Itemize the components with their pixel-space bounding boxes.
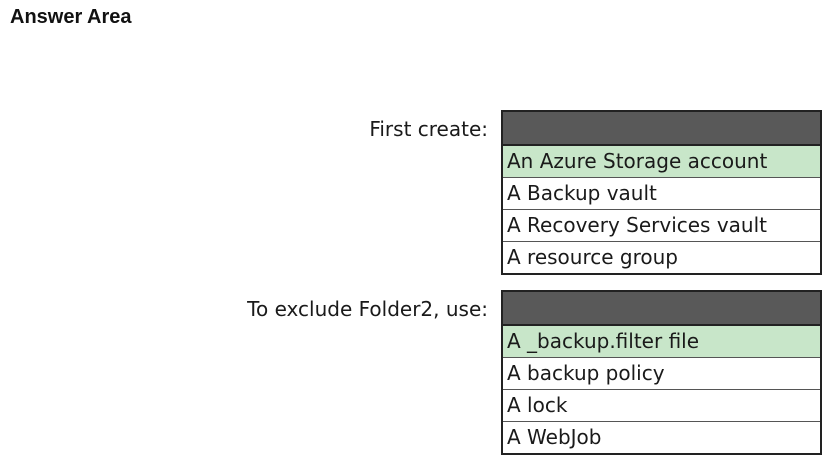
answer-area-title: Answer Area — [10, 6, 132, 28]
first-create-label: First create: — [369, 117, 488, 141]
option-lock[interactable]: A lock — [503, 390, 820, 422]
option-backup-filter-file[interactable]: A _backup.filter file — [503, 326, 820, 358]
option-webjob[interactable]: A WebJob — [507, 425, 602, 449]
option-backup-policy[interactable]: A backup policy — [503, 358, 820, 390]
dropdown-header[interactable] — [503, 292, 820, 326]
option-resource-group[interactable]: A resource group — [507, 245, 678, 269]
first-create-dropdown[interactable]: An Azure Storage account A Backup vault … — [501, 110, 822, 275]
dropdown-header[interactable] — [503, 112, 820, 146]
option-backup-vault[interactable]: A Backup vault — [503, 178, 820, 210]
exclude-folder-dropdown[interactable]: A _backup.filter file A backup policy A … — [501, 290, 822, 455]
exclude-folder-label: To exclude Folder2, use: — [247, 297, 488, 321]
option-azure-storage-account[interactable]: An Azure Storage account — [503, 146, 820, 178]
option-recovery-services-vault[interactable]: A Recovery Services vault — [503, 210, 820, 242]
